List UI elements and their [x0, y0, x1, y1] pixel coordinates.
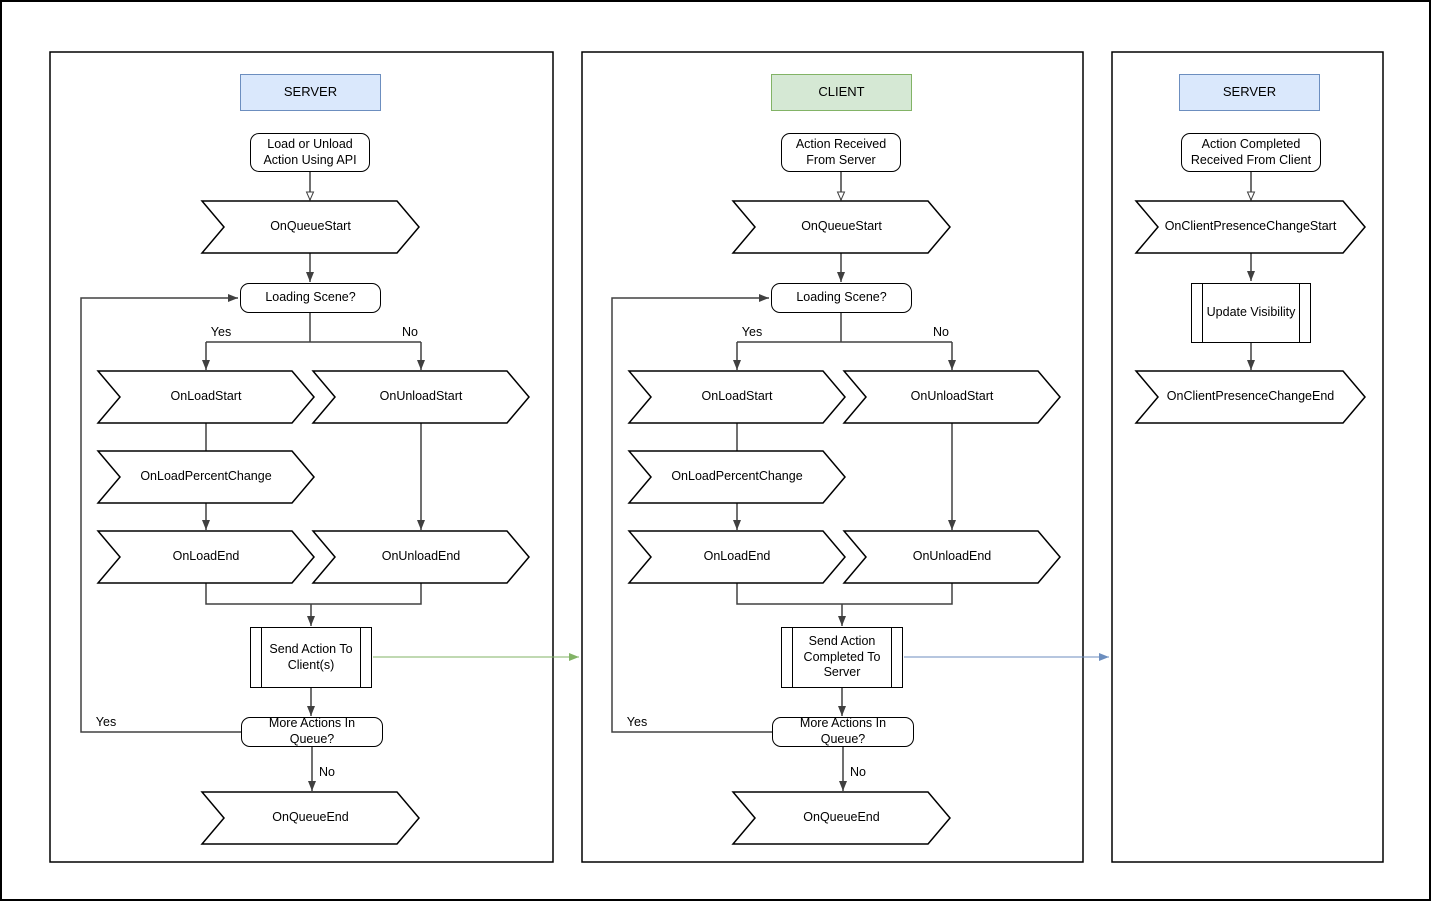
server-loop-yes-label: Yes	[95, 714, 117, 729]
server2-update-visibility-subprocess: Update Visibility	[1191, 283, 1311, 343]
branch-split-line	[206, 313, 421, 343]
onqueueend-chevron	[200, 791, 420, 845]
server-lane-border	[49, 51, 554, 863]
server2-lane-border	[1111, 51, 1384, 863]
queue-flow-shapes	[80, 172, 530, 845]
presence-flow-shapes	[1134, 172, 1366, 424]
merge-line	[205, 583, 422, 605]
client-branch-no-label: No	[933, 324, 949, 339]
server-branch-yes-label: Yes	[210, 324, 232, 339]
client-branch-yes-label: Yes	[741, 324, 763, 339]
onunloadend-chevron	[311, 530, 530, 584]
server-lane-header: SERVER	[240, 74, 381, 111]
server-send-action-subprocess: Send Action To Client(s)	[250, 627, 372, 688]
onloadstart-chevron	[96, 370, 315, 424]
client-start-node: Action Received From Server	[781, 133, 901, 172]
client-loop-yes-label: Yes	[626, 714, 648, 729]
server-branch-no-label: No	[402, 324, 418, 339]
server-more-actions-decision: More Actions In Queue?	[241, 716, 383, 747]
client-send-completed-subprocess: Send Action Completed To Server	[781, 627, 903, 688]
onclientpresencechangestart-chevron	[1134, 200, 1366, 254]
onunloadstart-chevron	[311, 370, 530, 424]
client-lane-header: CLIENT	[771, 74, 912, 111]
onloadend-chevron	[96, 530, 315, 584]
server2-lane-header: SERVER	[1179, 74, 1320, 111]
yes-loop-line	[80, 294, 241, 733]
client-lane-border	[581, 51, 1084, 863]
server-end-no-label: No	[319, 764, 335, 779]
onclientpresencechangeend-chevron	[1134, 370, 1366, 424]
server-start-node: Load or Unload Action Using API	[250, 133, 370, 172]
client-end-no-label: No	[850, 764, 866, 779]
server2-start-node: Action Completed Received From Client	[1181, 133, 1321, 172]
onloadpercentchange-chevron	[96, 450, 315, 504]
onqueuestart-chevron	[200, 200, 420, 254]
client-more-actions-decision: More Actions In Queue?	[772, 716, 914, 747]
server-loading-scene-decision: Loading Scene?	[240, 283, 381, 313]
client-loading-scene-decision: Loading Scene?	[771, 283, 912, 313]
